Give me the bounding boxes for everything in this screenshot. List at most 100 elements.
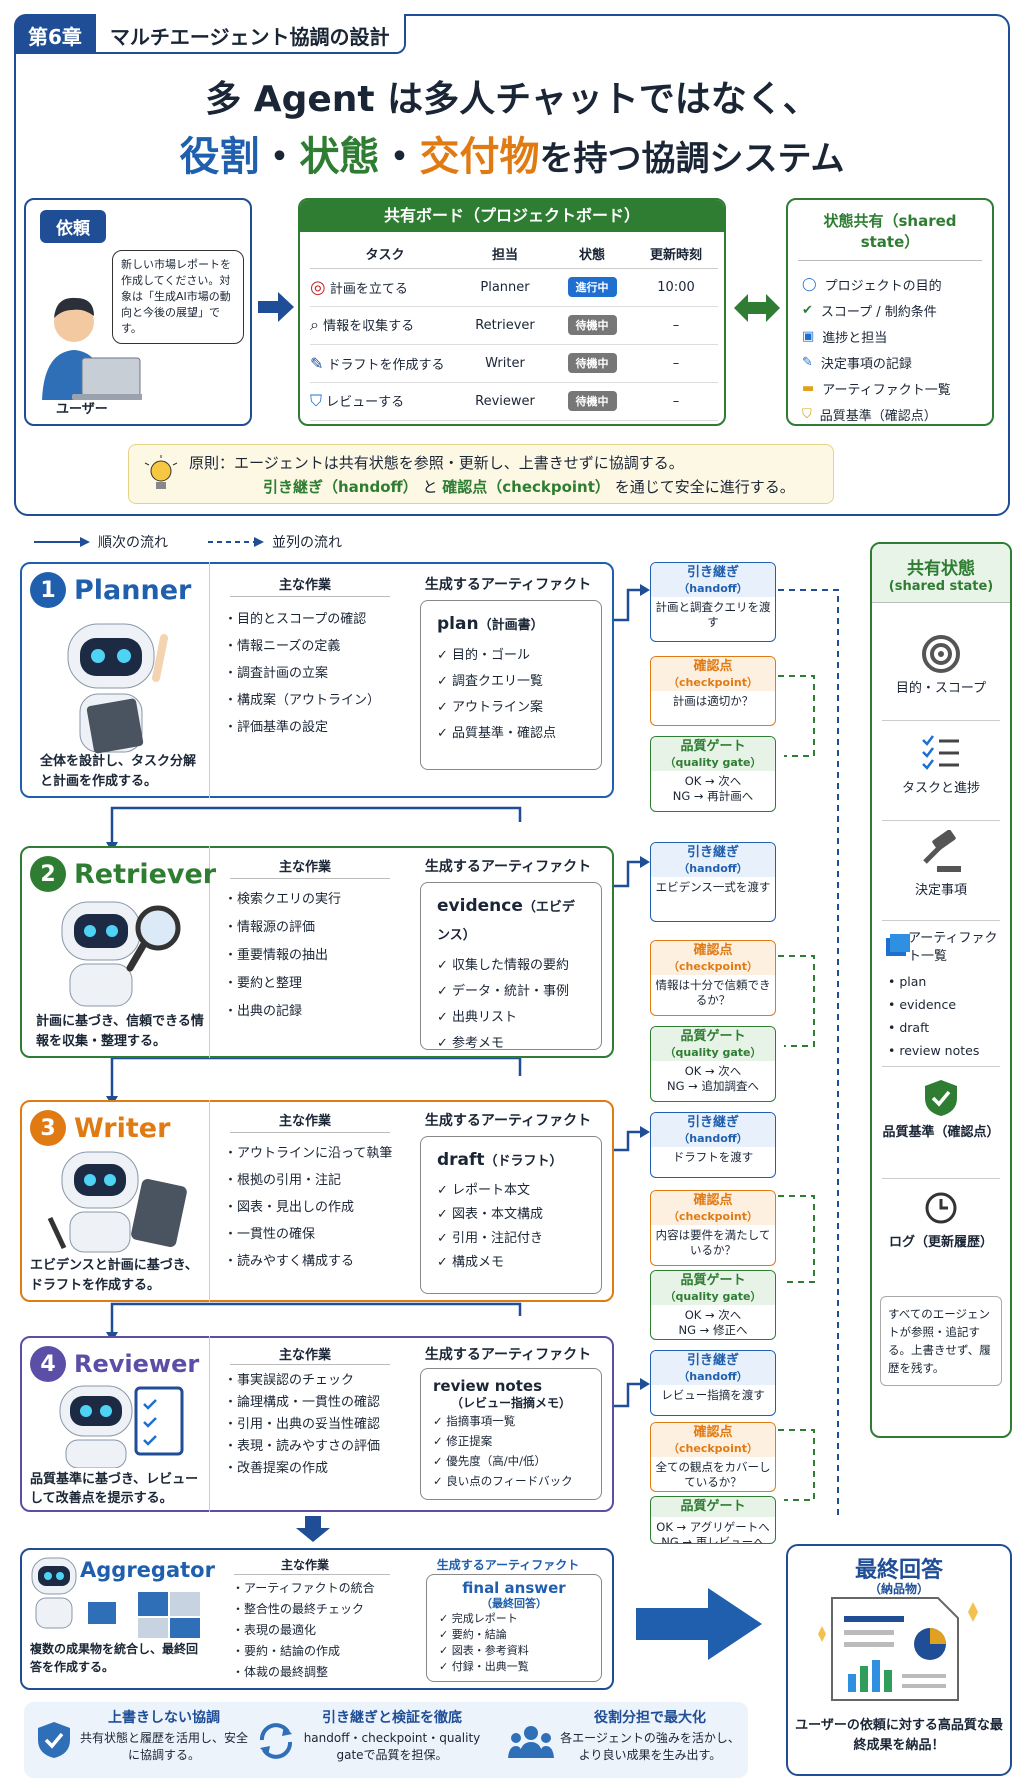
- shield-check-icon: ✔: [802, 302, 813, 318]
- list-item: ✓ 品質基準・確認点: [437, 726, 557, 741]
- checkpoint-box: 確認点（checkpoint）情報は十分で信頼できるか？: [650, 940, 776, 1016]
- task-owner: Reviewer: [460, 382, 550, 421]
- tasks-heading: 主な作業: [278, 1114, 331, 1129]
- artifact-name: final answer: [462, 1579, 566, 1597]
- shared-state-card: 状態共有（shared state） ◯プロジェクトの目的 ✔スコープ / 制約…: [786, 198, 994, 426]
- role-number: 2: [30, 856, 66, 892]
- shared-tasks: タスクと進捗: [901, 781, 980, 796]
- folder-icon: ▬: [802, 380, 815, 396]
- board-table: タスク 担当 状態 更新時刻 ◎ 計画を立てる Planner 進行中 10:0…: [310, 240, 718, 421]
- headline-line2: 役割・状態・交付物を持つ協調システム: [0, 124, 1024, 182]
- list-item: ⛉品質基準（確認点）: [802, 406, 937, 424]
- list-item: ・構成案（アウトライン）: [224, 693, 381, 708]
- planner-tasks: ・目的とスコープの確認 ・情報ニーズの定義 ・調査計画の立案 ・構成案（アウトラ…: [224, 606, 380, 741]
- robot-retriever-icon: [61, 901, 181, 1007]
- aggregator-desc: 複数の成果物を統合し、最終回答を作成する。: [30, 1642, 199, 1674]
- big-arrow-right-icon: [636, 1588, 762, 1660]
- table-row: ⌕ 情報を収集する Retriever 待機中 –: [310, 306, 718, 345]
- task-time: –: [634, 306, 718, 345]
- list-item: ✓ 構成メモ: [437, 1255, 505, 1270]
- list-item: ✔スコープ / 制約条件: [802, 302, 937, 320]
- board-header: 更新時刻: [634, 240, 718, 269]
- list-item: ✓ 参考メモ: [437, 1036, 505, 1051]
- speech-bubble: 新しい市場レポートを作成してください。対象は「生成AI市場の動向と今後の展望」で…: [112, 250, 244, 344]
- headline-dot: ・: [379, 134, 420, 180]
- artifact-heading: 生成するアーティファクト: [424, 577, 592, 593]
- list-item: ✓ アウトライン案: [437, 700, 544, 715]
- gate-subtitle: （quality gate）: [651, 1289, 775, 1305]
- gate-subtitle: （checkpoint）: [651, 1441, 775, 1457]
- list-item: ✓ 優先度（高/中/低）: [433, 1454, 547, 1468]
- divider: [882, 1066, 1000, 1067]
- summary-item: 上書きしない協調共有状態と履歴を活用し、安全に協調する。: [80, 1710, 249, 1762]
- reviewer-profile: [20, 1336, 210, 1512]
- list-item: ・事実誤認のチェック: [224, 1373, 355, 1388]
- table-row: ✎ ドラフトを作成する Writer 待機中 –: [310, 344, 718, 383]
- headline-state: 状態: [299, 134, 380, 180]
- list-item: • evidence: [888, 997, 957, 1012]
- gate-title: 品質ゲート: [651, 1271, 775, 1291]
- status-badge: 待機中: [567, 353, 617, 373]
- list-item: ✓ 修正提案: [433, 1434, 493, 1448]
- artifact-subtitle: （最終回答）: [481, 1597, 547, 1610]
- headline-role: 役割: [179, 134, 260, 180]
- gate-body: 全ての観点をカバーしているか？: [655, 1460, 771, 1489]
- gate-title: 品質ゲート: [651, 1027, 775, 1047]
- list-item: ✎決定事項の記録: [802, 354, 912, 372]
- list-item: ・論理構成・一貫性の確認: [224, 1395, 381, 1410]
- task-owner: Writer: [460, 344, 550, 383]
- writer-desc: エビデンスと計画に基づき、ドラフトを作成する。: [30, 1258, 198, 1293]
- checkpoint-term: 確認点（checkpoint）: [442, 478, 610, 496]
- task-owner: Retriever: [460, 306, 550, 345]
- shared-goal: 目的・スコープ: [895, 681, 987, 696]
- list-item: ・読みやすく構成する: [224, 1254, 355, 1269]
- gate-title: 品質ゲート: [651, 737, 775, 757]
- list-item: ✓ 要約・結論: [439, 1628, 507, 1641]
- role-number: 1: [30, 572, 66, 608]
- pen-icon: ✎: [310, 353, 324, 373]
- handoff-box: 引き継ぎ（handoff）ドラフトを渡す: [650, 1112, 776, 1178]
- aggregator-tasks: ・アーティファクトの統合 ・整合性の最終チェック ・表現の最適化 ・要約・結論の…: [232, 1578, 375, 1683]
- table-row: ⛉ レビューする Reviewer 待機中 –: [310, 382, 718, 421]
- divider: [230, 878, 390, 879]
- status-badge: 待機中: [567, 315, 617, 335]
- gate-body: レビュー指摘を渡す: [661, 1388, 765, 1402]
- list-item: ・情報源の評価: [224, 920, 316, 935]
- task-owner: Planner: [460, 268, 550, 307]
- chapter-title: マルチエージェント協調の設計: [95, 14, 404, 52]
- gate-subtitle: （handoff）: [651, 581, 775, 597]
- handoff-box: 引き継ぎ（handoff）計画と調査クエリを渡す: [650, 562, 776, 642]
- task-time: 10:00: [634, 268, 718, 307]
- bidirectional-arrow-icon: [734, 294, 780, 322]
- gate-body: OK → 次へ NG → 追加調査へ: [667, 1064, 759, 1093]
- status-badge: 待機中: [567, 391, 617, 411]
- list-item: ・アーティファクトの統合: [232, 1581, 375, 1595]
- reviewer-desc: 品質基準に基づき、レビューして改善点を提示する。: [30, 1472, 199, 1506]
- request-card: 依頼 新しい市場レポートを作成してください。対象は「生成AI市場の動向と今後の展…: [24, 198, 252, 426]
- planner-desc: 全体を設計し、タスク分解と計画を作成する。: [40, 754, 197, 789]
- shared-board: 共有ボード（プロジェクトボード） タスク 担当 状態 更新時刻 ◎ 計画を立てる…: [298, 198, 726, 426]
- list-item: ・一貫性の確保: [224, 1227, 316, 1242]
- divider: [882, 920, 1000, 921]
- list-item: ✓ 完成レポート: [439, 1612, 518, 1625]
- shield-check-icon: [38, 1722, 70, 1758]
- tasks-heading: 主な作業: [278, 860, 331, 875]
- divider: [882, 820, 1000, 821]
- list-item: ・体裁の最終調整: [232, 1665, 329, 1679]
- writer-artifact: draft（ドラフト） ✓ レポート本文 ✓ 図表・本文構成 ✓ 引用・注記付き…: [420, 1136, 602, 1294]
- list-item: ・評価基準の設定: [224, 720, 329, 735]
- list-item: ✓ 付録・出典一覧: [439, 1660, 529, 1673]
- list-item: ・引用・出典の妥当性確認: [224, 1417, 381, 1432]
- gate-title: 確認点: [651, 657, 775, 677]
- planner-profile: [20, 562, 210, 798]
- robot-writer-icon: [47, 1151, 187, 1253]
- report-document-icon: [818, 1597, 978, 1701]
- task-name: 情報を収集する: [323, 319, 415, 334]
- list-item: ・出典の記録: [224, 1004, 303, 1019]
- gate-subtitle: （quality gate）: [651, 1045, 775, 1061]
- gate-body: OK → 次へ NG → 再計画へ: [672, 774, 754, 803]
- divider: [882, 720, 1000, 721]
- folder-icon: [886, 934, 910, 956]
- final-answer-desc: ユーザーの依頼に対する高品質な最終成果を納品！: [795, 1718, 1003, 1753]
